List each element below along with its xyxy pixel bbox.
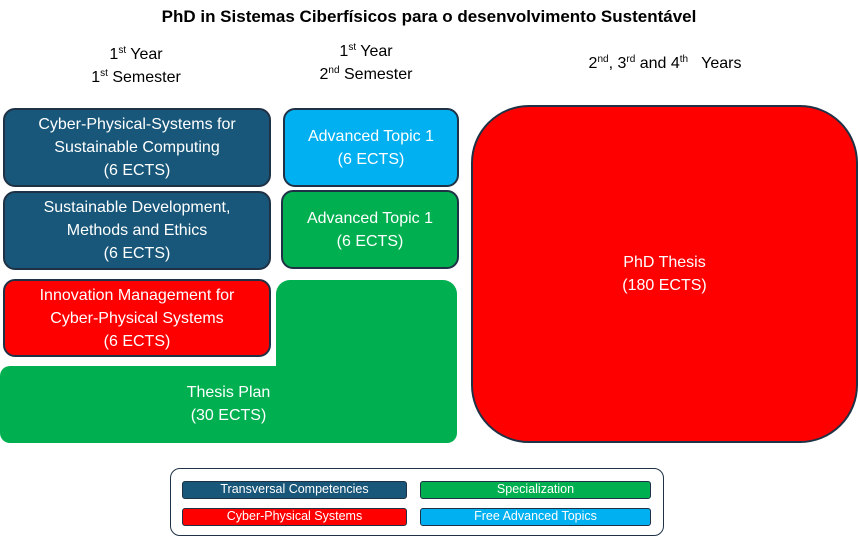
header-num: 1 — [91, 69, 101, 86]
header-text: Semester — [107, 69, 181, 86]
course-title-line: Methods and Ethics — [66, 222, 208, 239]
course-title-line: PhD Thesis — [623, 254, 706, 271]
course-ects: (6 ECTS) — [103, 245, 171, 262]
legend: Transversal Competencies Specialization … — [170, 468, 664, 536]
course-ects: (6 ECTS) — [103, 332, 171, 350]
header-sup: st — [100, 68, 108, 79]
header-sup: st — [118, 45, 127, 56]
thesis-plan-lower-block — [0, 366, 457, 443]
header-sup: nd — [328, 65, 340, 76]
course-ects: (180 ECTS) — [622, 277, 707, 294]
header-sup: nd — [597, 54, 609, 65]
header-sup: st — [348, 42, 357, 53]
course-title-line: Cyber-Physical Systems — [50, 309, 224, 327]
header-sup: rd — [626, 54, 636, 65]
diagram-title: PhD in Sistemas Ciberfísicos para o dese… — [161, 7, 697, 26]
course-title-line: Advanced Topic 1 — [306, 209, 433, 227]
legend-item-transversal: Transversal Competencies — [182, 481, 407, 499]
course-sustainable-development: Sustainable Development, Methods and Eth… — [3, 191, 271, 270]
course-title-line: Sustainable Development, — [43, 199, 231, 216]
course-ects: (6 ECTS) — [337, 150, 405, 168]
header-text: , 3 — [608, 55, 627, 72]
column-header-years-2-4: 2nd, 3rd and 4th Years — [540, 52, 790, 75]
course-title-line: Advanced Topic 1 — [307, 127, 434, 145]
header-text: Year — [126, 46, 163, 63]
legend-item-cyber-physical: Cyber-Physical Systems — [182, 508, 407, 526]
header-num: 1 — [339, 43, 349, 60]
course-ects: (6 ECTS) — [336, 232, 404, 250]
legend-item-free-advanced: Free Advanced Topics — [420, 508, 651, 526]
course-innovation-management: Innovation Management for Cyber-Physical… — [3, 279, 271, 357]
legend-item-specialization: Specialization — [420, 481, 651, 499]
header-text: Semester — [339, 66, 413, 83]
header-num: 1 — [109, 46, 119, 63]
column-header-year1-sem2: 1st Year 2nd Semester — [266, 40, 466, 86]
course-title-line: Cyber-Physical-Systems for — [38, 116, 236, 133]
course-title-line: Innovation Management for — [39, 286, 235, 304]
course-phd-thesis: PhD Thesis (180 ECTS) — [471, 105, 858, 443]
header-sup: th — [679, 54, 689, 65]
course-title-line: Sustainable Computing — [54, 139, 220, 156]
header-num: 2 — [319, 66, 329, 83]
column-header-year1-sem1: 1st Year 1st Semester — [36, 43, 236, 89]
header-text: and 4 — [635, 55, 680, 72]
course-advanced-topic-specialization: Advanced Topic 1 (6 ECTS) — [281, 190, 459, 269]
course-title-line: Thesis Plan — [186, 384, 271, 401]
course-ects: (6 ECTS) — [103, 162, 171, 179]
thesis-plan-label: Thesis Plan (30 ECTS) — [0, 381, 457, 427]
header-num: 2 — [588, 55, 598, 72]
course-ects: (30 ECTS) — [190, 407, 267, 424]
course-advanced-topic-free: Advanced Topic 1 (6 ECTS) — [283, 108, 459, 187]
header-text: Years — [688, 55, 742, 72]
course-cps-sustainable-computing: Cyber-Physical-Systems for Sustainable C… — [3, 108, 271, 187]
header-text: Year — [356, 43, 393, 60]
